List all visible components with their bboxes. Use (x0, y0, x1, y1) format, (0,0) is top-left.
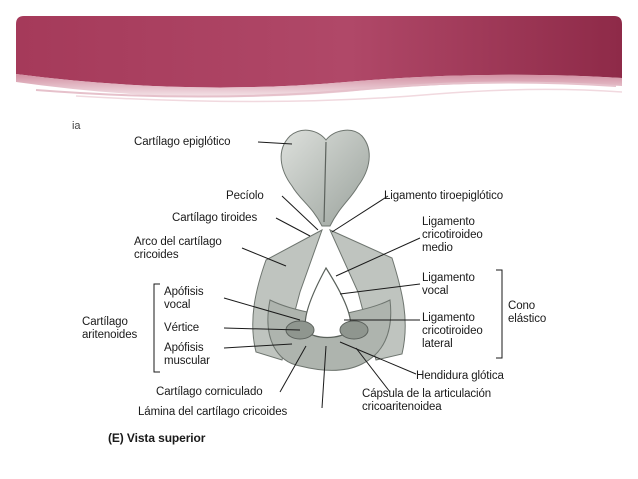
label-capsula-articulacion: Cápsula de la articulación cricoaritenoi… (362, 388, 492, 413)
arytenoid-right (339, 320, 369, 340)
label-cartilago-epiglotico: Cartílago epiglótico (134, 136, 231, 148)
label-arco-cricoides: Arco del cartílago cricoides (134, 236, 222, 261)
label-ligamento-tiroepiglotico: Ligamento tiroepiglótico (384, 190, 504, 202)
glottis-opening (304, 266, 352, 339)
label-hendidura-glotica: Hendidura glótica (416, 370, 504, 382)
label-vertice: Vértice (164, 322, 200, 334)
header-banner (16, 16, 622, 103)
label-peciolo: Pecíolo (226, 190, 264, 202)
label-cartilago-aritenoides: Cartílago aritenoides (82, 316, 138, 341)
label-ligamento-cricotiroideo-medio: Ligamento cricotiroideo medio (422, 216, 483, 254)
corner-fragment: ia (72, 120, 81, 132)
label-ligamento-vocal: Ligamento vocal (422, 272, 475, 297)
label-cono-elastico: Cono elástico (508, 300, 547, 325)
label-ligamento-cricotiroideo-lateral: Ligamento cricotiroideo lateral (422, 312, 483, 350)
figure-caption: (E) Vista superior (108, 431, 206, 445)
label-lamina-cricoides: Lámina del cartílago cricoides (138, 406, 288, 418)
label-cartilago-tiroides: Cartílago tiroides (172, 212, 258, 224)
label-apofisis-muscular: Apófisis muscular (164, 342, 210, 367)
label-cartilago-corniculado: Cartílago corniculado (156, 386, 263, 398)
label-apofisis-vocal: Apófisis vocal (164, 286, 204, 311)
